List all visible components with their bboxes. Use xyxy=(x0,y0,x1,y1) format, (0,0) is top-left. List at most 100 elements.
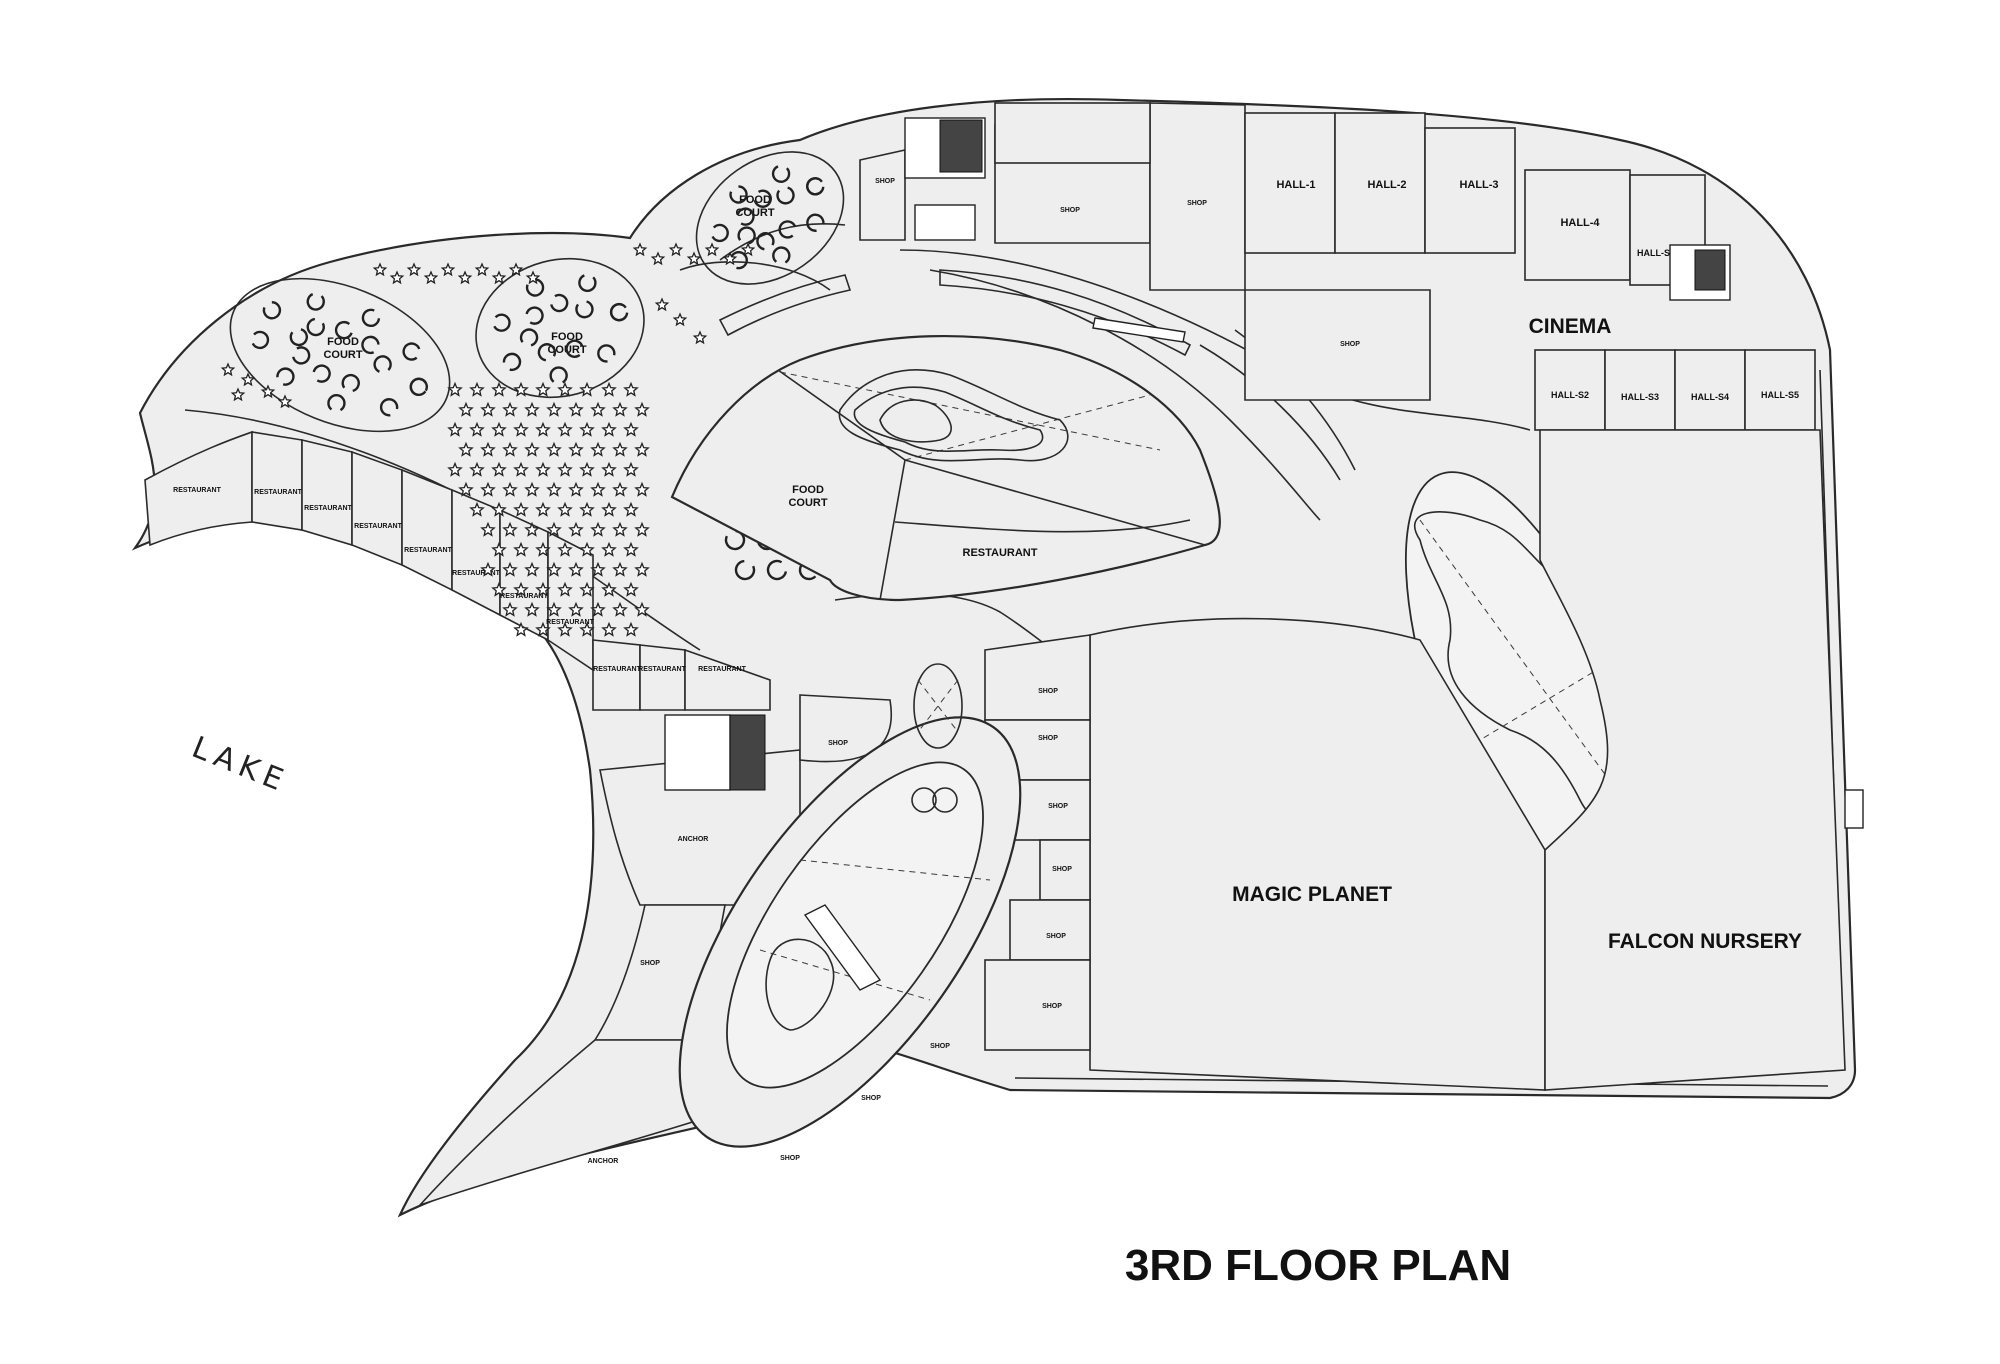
seat-icon xyxy=(525,278,545,297)
seat-icon xyxy=(806,177,825,196)
seat-icon xyxy=(601,381,617,397)
middle-shop-column: SHOP SHOP SHOP SHOP SHOP SHOP xyxy=(984,634,1091,1051)
seat-icon xyxy=(277,394,293,409)
shop-label: SHOP xyxy=(1038,735,1058,742)
restaurant-label: RESTAURANT xyxy=(500,593,548,600)
food-court-label: COURT xyxy=(323,349,362,361)
seat-icon xyxy=(609,303,629,322)
seat-icon xyxy=(578,274,597,292)
food-court-label: COURT xyxy=(735,207,774,219)
seat-icon xyxy=(634,521,650,537)
seat-icon xyxy=(590,401,606,417)
seat-icon xyxy=(513,381,529,397)
seat-icon xyxy=(220,362,236,377)
food-court-label: FOOD xyxy=(792,484,824,496)
seat-icon xyxy=(806,213,825,232)
seat-icon xyxy=(292,346,311,365)
seat-icon xyxy=(565,339,584,358)
seat-icon xyxy=(778,220,797,239)
seat-icon xyxy=(474,262,490,277)
seat-icon xyxy=(524,601,540,617)
seat-icon xyxy=(546,601,562,617)
hall-4-label: HALL-4 xyxy=(1560,217,1600,229)
seat-icon xyxy=(557,461,573,477)
restaurant-label: RESTAURANT xyxy=(173,487,221,494)
star-seating xyxy=(220,242,756,637)
food-court-areas: FOOD COURT FOOD COURT FOOD COURT xyxy=(229,151,845,433)
restaurant-label: RESTAURANT xyxy=(452,570,500,577)
cinema-block: HALL-1 HALL-2 HALL-3 HALL-4 HALL-S1 CINE… xyxy=(1244,112,1816,431)
shop-label: SHOP xyxy=(875,178,895,185)
seat-icon xyxy=(535,541,551,557)
seat-icon xyxy=(557,621,573,637)
seat-icon xyxy=(260,384,276,399)
seat-icon xyxy=(379,398,399,417)
seat-icon xyxy=(491,501,507,517)
seat-icon xyxy=(306,317,325,337)
seat-icon xyxy=(469,421,485,437)
shop-label: SHOP xyxy=(1048,803,1068,810)
seat-icon xyxy=(447,421,463,437)
central-atrium: RESTAURANT FOOD COURT xyxy=(670,334,1221,602)
hall-3-label: HALL-3 xyxy=(1459,179,1498,191)
shop-label: SHOP xyxy=(1187,200,1207,207)
seat-icon xyxy=(493,313,511,332)
seat-icon xyxy=(361,335,380,355)
hall-s2-label: HALL-S2 xyxy=(1551,390,1589,400)
seat-icon xyxy=(513,541,529,557)
seat-icon xyxy=(251,330,270,350)
seat-icon xyxy=(513,421,529,437)
seat-icon xyxy=(502,401,518,417)
seat-icon xyxy=(491,461,507,477)
seat-icon xyxy=(457,270,473,285)
seat-icon xyxy=(502,521,518,537)
seat-icon xyxy=(734,559,756,581)
seat-icon xyxy=(557,541,573,557)
anchor-label: ANCHOR xyxy=(678,836,709,843)
seat-icon xyxy=(579,381,595,397)
shop-label: SHOP xyxy=(1038,688,1058,695)
seat-icon xyxy=(634,441,650,457)
hall-1-label: HALL-1 xyxy=(1276,179,1315,191)
magic-planet-label: MAGIC PLANET xyxy=(1232,883,1392,906)
seat-icon xyxy=(525,270,541,285)
seat-icon xyxy=(537,343,557,362)
seat-icon xyxy=(508,262,524,277)
seat-icon xyxy=(711,223,729,243)
seat-icon xyxy=(535,381,551,397)
seat-icon xyxy=(612,601,628,617)
restaurant-label: RESTAURANT xyxy=(404,547,452,554)
seat-icon xyxy=(654,297,670,312)
seat-icon xyxy=(480,401,496,417)
seat-icon xyxy=(771,165,791,183)
seat-icon xyxy=(601,621,617,637)
restaurant-label: RESTAURANT xyxy=(254,489,302,496)
lake-label: LAKE xyxy=(187,730,293,800)
seat-icon xyxy=(423,270,439,285)
seat-icon xyxy=(623,461,639,477)
seat-icon xyxy=(519,328,539,347)
seat-icon xyxy=(502,352,522,372)
shop-label: SHOP xyxy=(1060,207,1080,214)
seat-icon xyxy=(524,561,540,577)
food-court-label: COURT xyxy=(788,497,827,509)
hall-s3-label: HALL-S3 xyxy=(1621,392,1659,402)
falcon-nursery-label: FALCON NURSERY xyxy=(1608,930,1802,953)
seat-icon xyxy=(753,189,772,208)
falcon-nursery-block: FALCON NURSERY xyxy=(1539,429,1846,1091)
seat-icon xyxy=(634,601,650,617)
seat-icon xyxy=(623,501,639,517)
restaurant-label: RESTAURANT xyxy=(963,547,1038,559)
seat-icon xyxy=(579,461,595,477)
seat-icon xyxy=(327,394,346,412)
seat-icon xyxy=(535,621,551,637)
seat-icon xyxy=(632,242,648,257)
seat-icon xyxy=(513,581,529,597)
seat-icon xyxy=(568,561,584,577)
seat-icon xyxy=(612,441,628,457)
seat-icon xyxy=(491,381,507,397)
seat-icon xyxy=(502,481,518,497)
seat-icon xyxy=(737,226,756,245)
seat-icon xyxy=(502,561,518,577)
seat-icon xyxy=(289,328,308,347)
